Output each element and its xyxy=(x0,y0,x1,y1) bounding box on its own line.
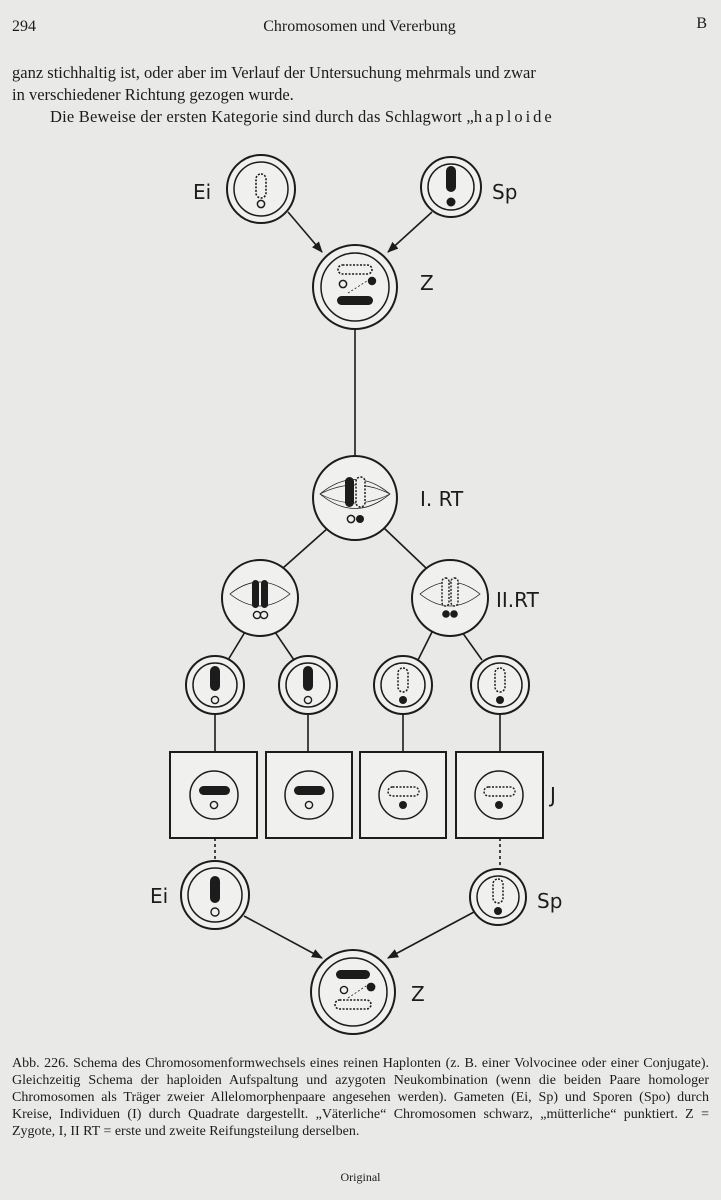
second-division-cell-left xyxy=(221,559,299,637)
arrow-sperm2-to-zygote2 xyxy=(387,911,475,959)
line-rt1-to-right xyxy=(383,527,427,569)
running-header: 294 Chromosomen und Vererbung B xyxy=(12,15,707,40)
spore-1 xyxy=(185,655,245,715)
page-number: 294 xyxy=(12,18,36,35)
individual-3 xyxy=(359,751,447,839)
second-division-cell-right xyxy=(411,559,489,637)
signature-mark: B xyxy=(696,15,707,32)
intro-line-3-start: Die Beweise der ersten Kategorie sind du… xyxy=(50,107,474,126)
zygote-bottom xyxy=(310,949,396,1035)
intro-line-3: Die Beweise der ersten Kategorie sind du… xyxy=(12,106,707,128)
figure-source: Original xyxy=(340,1170,381,1184)
intro-text: ganz stichhaltig ist, oder aber im Verla… xyxy=(12,62,707,128)
individual-1 xyxy=(169,751,258,839)
individual-2 xyxy=(265,751,353,839)
connector-lines xyxy=(214,211,501,959)
figure-caption: Abb. 226. Schema des Chromosomenformwech… xyxy=(12,1055,709,1140)
intro-spaced-word: haploide xyxy=(473,107,555,126)
arrow-sperm-to-zygote xyxy=(387,211,433,253)
label-individuals: J xyxy=(548,783,556,807)
spore-2 xyxy=(278,655,338,715)
egg-cell-bottom xyxy=(180,860,250,930)
label-egg-bottom: Ei xyxy=(150,884,168,908)
label-zygote-top: Z xyxy=(420,271,434,295)
running-title: Chromosomen und Vererbung xyxy=(263,18,456,35)
individual-4 xyxy=(455,751,544,839)
label-first-division: I. RT xyxy=(420,487,464,511)
spore-4 xyxy=(470,655,530,715)
label-second-division: II.RT xyxy=(496,588,540,612)
line-rt1-to-left xyxy=(282,527,329,569)
intro-line-2: in verschiedener Richtung gezogen wurde. xyxy=(12,85,294,104)
sperm-cell-top xyxy=(420,156,482,218)
spore-3 xyxy=(373,655,433,715)
sperm-cell-bottom xyxy=(469,868,527,926)
label-sperm-top: Sp xyxy=(492,180,517,204)
label-sperm-bottom: Sp xyxy=(537,889,562,913)
label-zygote-bottom: Z xyxy=(411,982,425,1006)
egg-cell-top xyxy=(226,154,296,224)
arrow-egg2-to-zygote2 xyxy=(243,915,323,959)
first-division-cell xyxy=(312,455,398,541)
caption-text: Schema des Chromosomenformwechsels eines… xyxy=(12,1056,709,1139)
label-egg-top: Ei xyxy=(193,180,211,204)
chromosome-cycle-diagram: Ei Sp Z I. RT II.RT J Ei Sp Z xyxy=(150,154,562,1035)
arrow-egg-to-zygote xyxy=(287,211,323,253)
zygote-top xyxy=(312,244,398,330)
caption-label: Abb. 226. xyxy=(12,1056,69,1071)
intro-line-1: ganz stichhaltig ist, oder aber im Verla… xyxy=(12,63,536,82)
